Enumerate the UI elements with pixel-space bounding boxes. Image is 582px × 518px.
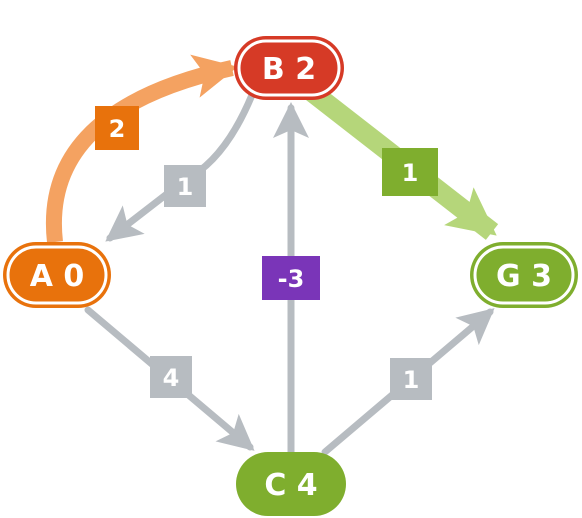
- svg-text:G 3: G 3: [496, 259, 552, 294]
- weight-label-c-g: 1: [390, 358, 432, 400]
- svg-text:B 2: B 2: [262, 52, 316, 87]
- weight-label-b-a: 1: [164, 165, 206, 207]
- weight-label-c-b: -3: [262, 256, 320, 300]
- node-b: B 2: [234, 36, 344, 100]
- svg-text:A 0: A 0: [30, 259, 85, 294]
- weight-label-a-b: 2: [95, 106, 139, 150]
- weight-label-a-c: 4: [150, 356, 192, 398]
- node-c: C 4: [236, 452, 346, 516]
- node-g: G 3: [470, 242, 578, 308]
- svg-text:C 4: C 4: [264, 468, 317, 503]
- svg-text:4: 4: [163, 364, 180, 392]
- svg-text:1: 1: [402, 159, 419, 187]
- svg-text:1: 1: [403, 366, 420, 394]
- edge-a-to-b: [45, 54, 238, 243]
- svg-text:2: 2: [109, 115, 126, 143]
- node-a: A 0: [3, 242, 111, 308]
- weight-label-b-g: 1: [382, 148, 438, 196]
- svg-text:-3: -3: [278, 265, 305, 293]
- svg-text:1: 1: [177, 173, 194, 201]
